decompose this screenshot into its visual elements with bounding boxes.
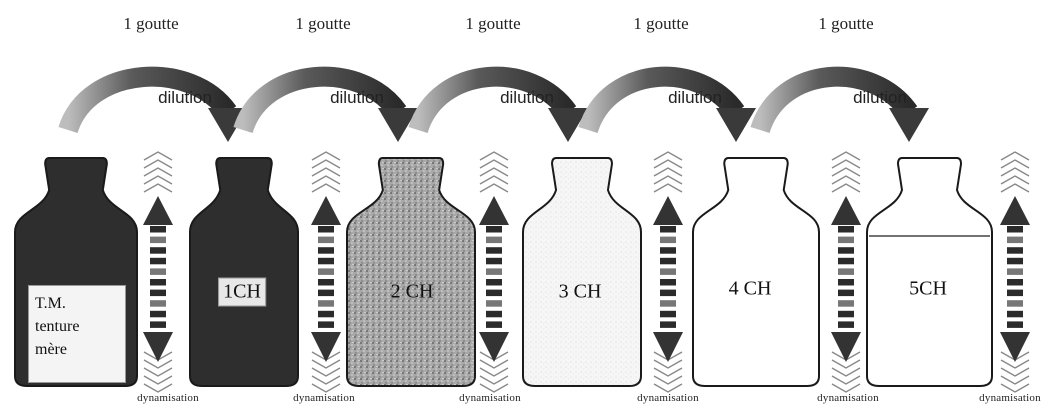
dilution-label-4: dilution — [668, 88, 722, 108]
drop-label-4: 1 goutte — [633, 14, 688, 34]
bottle-label-1ch: 1CH — [218, 278, 266, 307]
drop-label-5: 1 goutte — [818, 14, 873, 34]
bottle-6 — [867, 158, 992, 386]
dynamisation-arrow-4 — [653, 152, 683, 392]
mother-tincture-label: T.M. tenture mère — [28, 285, 126, 383]
dynamisation-label-3: dynamisation — [459, 392, 521, 404]
dynamisation-arrow-1 — [143, 152, 173, 392]
dilution-label-5: dilution — [853, 88, 907, 108]
dynamisation-arrow-5 — [831, 152, 861, 392]
drop-label-1: 1 goutte — [123, 14, 178, 34]
bottle-5 — [693, 158, 819, 386]
drop-label-3: 1 goutte — [465, 14, 520, 34]
dynamisation-arrow-3 — [479, 152, 509, 392]
dynamisation-label-6: dynamisation — [979, 392, 1041, 404]
drop-label-2: 1 goutte — [295, 14, 350, 34]
dynamisation-label-5: dynamisation — [817, 392, 879, 404]
bottle-4 — [523, 158, 641, 386]
dynamisation-label-2: dynamisation — [293, 392, 355, 404]
bottle-label-3ch: 3 CH — [559, 281, 602, 304]
dynamisation-arrow-2 — [311, 152, 341, 392]
bottle-label-5ch: 5CH — [909, 278, 947, 301]
dynamisation-label-1: dynamisation — [137, 392, 199, 404]
dynamisation-label-4: dynamisation — [637, 392, 699, 404]
bottle-3 — [347, 158, 475, 386]
bottle-label-2ch: 2 CH — [391, 281, 434, 304]
bottle-label-4ch: 4 CH — [729, 278, 772, 301]
bottle-2 — [190, 158, 298, 386]
dilution-label-1: dilution — [158, 88, 212, 108]
dilution-arrowhead-4 — [716, 108, 756, 142]
dilution-arrowhead-5 — [889, 108, 929, 142]
dynamisation-arrow-6 — [1000, 152, 1030, 392]
dilution-label-3: dilution — [500, 88, 554, 108]
dilution-label-2: dilution — [330, 88, 384, 108]
